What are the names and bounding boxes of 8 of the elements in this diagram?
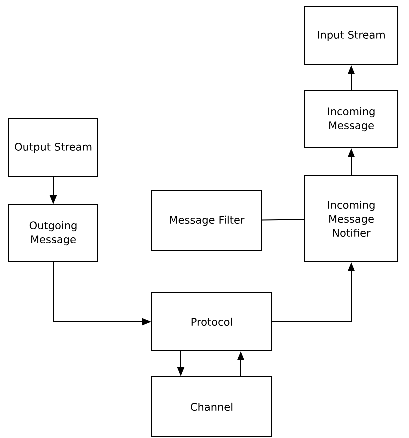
process-box: Message Filter xyxy=(152,190,262,252)
process-box: Input Stream xyxy=(304,6,398,66)
process-box: Outgoing Message xyxy=(8,204,98,262)
process-box: Protocol xyxy=(152,292,272,352)
process-box: Incoming Message xyxy=(304,90,398,148)
process-box: Channel xyxy=(152,376,272,438)
process-box: Output Stream xyxy=(8,118,98,178)
process-box: Incoming Message Notifier xyxy=(304,176,398,262)
